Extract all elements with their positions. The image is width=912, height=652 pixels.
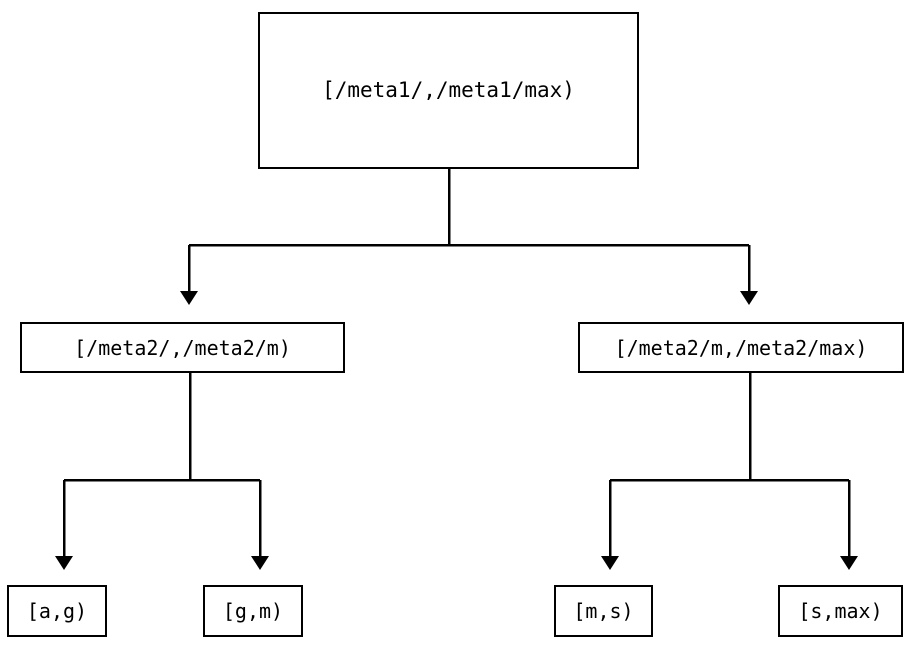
node-mid-right-label: [/meta2/m,/meta2/max): [614, 335, 868, 360]
node-leaf-3[interactable]: [m,s): [554, 585, 653, 637]
arrowhead-icon-mid-left: [180, 291, 198, 305]
arrowhead-icon-leaf-4: [840, 556, 858, 570]
arrowhead-icon-leaf-2: [251, 556, 269, 570]
arrowhead-icon-leaf-1: [55, 556, 73, 570]
node-mid-right[interactable]: [/meta2/m,/meta2/max): [578, 322, 904, 373]
node-leaf-1-label: [a,g): [26, 599, 88, 623]
node-leaf-1[interactable]: [a,g): [7, 585, 107, 637]
arrowhead-icon-leaf-3: [601, 556, 619, 570]
node-root[interactable]: [/meta1/,/meta1/max): [258, 12, 639, 169]
arrowhead-icon-mid-right: [740, 291, 758, 305]
node-mid-left-label: [/meta2/,/meta2/m): [74, 335, 291, 360]
node-mid-left[interactable]: [/meta2/,/meta2/m): [20, 322, 345, 373]
node-leaf-2-label: [g,m): [222, 599, 284, 623]
node-leaf-4-label: [s,max): [798, 599, 883, 623]
node-leaf-4[interactable]: [s,max): [778, 585, 903, 637]
node-leaf-2[interactable]: [g,m): [203, 585, 303, 637]
node-root-label: [/meta1/,/meta1/max): [322, 78, 575, 102]
node-leaf-3-label: [m,s): [573, 599, 634, 623]
arrowhead-group: [55, 291, 858, 570]
